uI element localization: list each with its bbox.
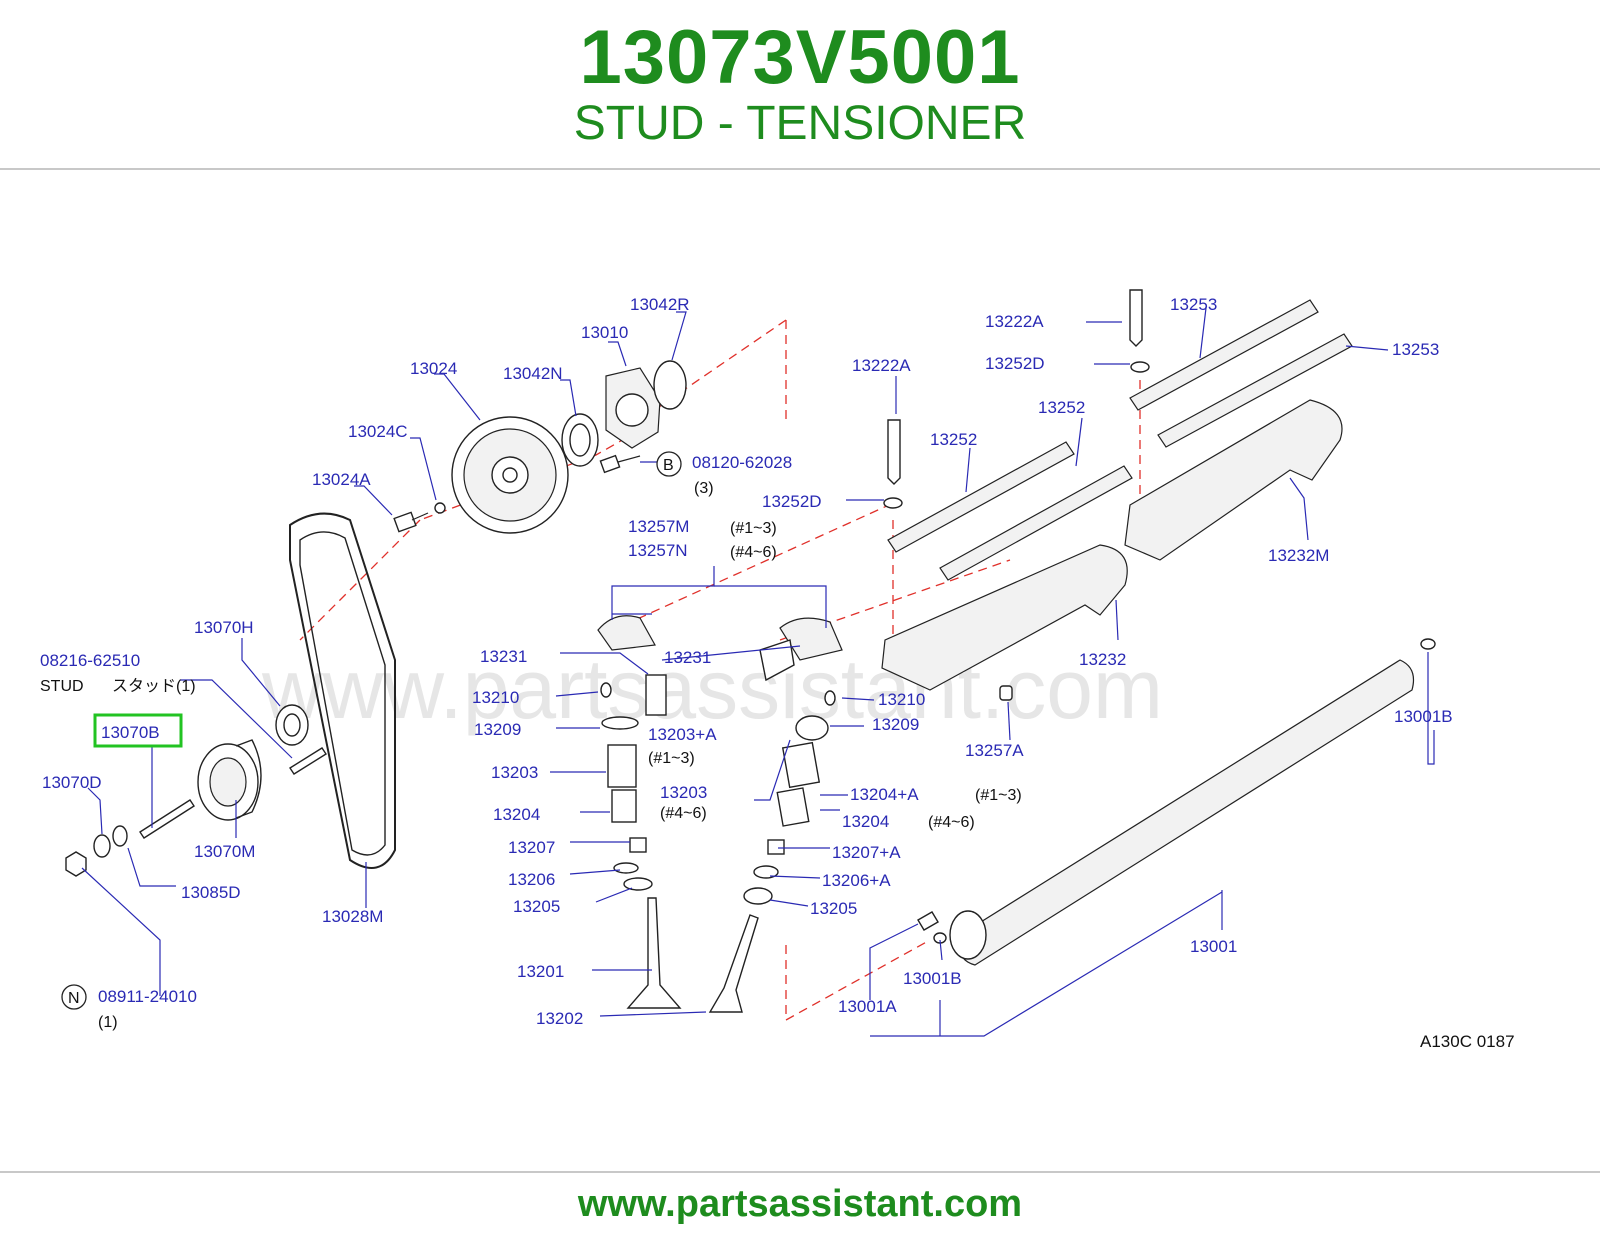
callout-range-1-3-b: (#1~3) xyxy=(648,750,695,767)
circle-marker-b: B xyxy=(656,451,682,477)
stud-08216 xyxy=(289,747,327,775)
diagram-watermark: www.partsassistant.com xyxy=(261,642,1163,736)
callout-13042n[interactable]: 13042N xyxy=(503,364,563,383)
stud-13070b xyxy=(139,799,195,839)
callout-13253-top[interactable]: 13253 xyxy=(1170,295,1217,314)
callout-13203-left[interactable]: 13203 xyxy=(491,763,538,782)
timing-belt xyxy=(289,512,396,869)
timing-pulley xyxy=(451,416,569,534)
callout-13001a[interactable]: 13001A xyxy=(838,997,897,1016)
header-divider xyxy=(0,168,1600,170)
callout-13257a[interactable]: 13257A xyxy=(965,741,1024,760)
callout-13001[interactable]: 13001 xyxy=(1190,937,1237,956)
callout-13024c[interactable]: 13024C xyxy=(348,422,408,441)
small-parts xyxy=(600,682,1013,706)
callout-13207-a[interactable]: 13207+A xyxy=(832,843,901,862)
valve-spring-left xyxy=(601,716,653,891)
svg-text:N: N xyxy=(68,990,80,1007)
callout-13231-right[interactable]: 13231 xyxy=(664,648,711,667)
callout-13024a[interactable]: 13024A xyxy=(312,470,371,489)
callout-13210-right[interactable]: 13210 xyxy=(878,690,925,709)
figure-code: A130C 0187 xyxy=(1420,1032,1515,1051)
callout-13222a[interactable]: 13222A xyxy=(852,356,911,375)
highlighted-callout: 13070B xyxy=(101,723,160,742)
svg-text:B: B xyxy=(663,457,674,474)
callout-13232m[interactable]: 13232M xyxy=(1268,546,1329,565)
tensioner-pulley xyxy=(197,739,262,821)
valve-spring-right xyxy=(743,715,829,905)
callout-13206[interactable]: 13206 xyxy=(508,870,555,889)
camshaft-bracket xyxy=(605,367,661,449)
callout-13205-left[interactable]: 13205 xyxy=(513,897,560,916)
camshaft xyxy=(917,638,1436,966)
oil-seal xyxy=(561,413,599,467)
tensioner-spring xyxy=(275,704,309,746)
callout-13210-left[interactable]: 13210 xyxy=(472,688,519,707)
callout-13010[interactable]: 13010 xyxy=(581,323,628,342)
stud-label: STUD xyxy=(40,678,84,695)
circle-marker-n: N xyxy=(61,984,87,1010)
callout-13001b-right[interactable]: 13001B xyxy=(1394,707,1453,726)
rocker-shaft-13253 xyxy=(1129,289,1353,448)
callout-08911-24010[interactable]: 08911-24010 xyxy=(98,987,197,1006)
callout-range-1-3-a: (#1~3) xyxy=(730,520,777,537)
callout-13070d[interactable]: 13070D xyxy=(42,773,102,792)
callout-13222a-top[interactable]: 13222A xyxy=(985,312,1044,331)
part-name-subtitle: STUD - TENSIONER xyxy=(573,97,1027,150)
callout-13252d[interactable]: 13252D xyxy=(762,492,822,511)
leader-lines xyxy=(81,307,1435,1037)
bolt-08120 xyxy=(599,454,641,474)
callout-13252-lower[interactable]: 13252 xyxy=(930,430,977,449)
callout-13204-a[interactable]: 13204+A xyxy=(850,785,919,804)
callout-13204-left[interactable]: 13204 xyxy=(493,805,540,824)
rocker-arm-13232m xyxy=(1124,399,1343,561)
footer-website[interactable]: www.partsassistant.com xyxy=(577,1183,1023,1225)
callout-13001b[interactable]: 13001B xyxy=(903,969,962,988)
callout-13252-upper[interactable]: 13252 xyxy=(1038,398,1085,417)
callout-13257m[interactable]: 13257M xyxy=(628,517,689,536)
callout-13205-right[interactable]: 13205 xyxy=(810,899,857,918)
callout-13203-right[interactable]: 13203 xyxy=(660,783,707,802)
valves xyxy=(626,897,759,1013)
callout-13252d-top[interactable]: 13252D xyxy=(985,354,1045,373)
callout-13207[interactable]: 13207 xyxy=(508,838,555,857)
callout-13209-right[interactable]: 13209 xyxy=(872,715,919,734)
callout-13028m[interactable]: 13028M xyxy=(322,907,383,926)
callout-13024[interactable]: 13024 xyxy=(410,359,457,378)
callout-13253-right[interactable]: 13253 xyxy=(1392,340,1439,359)
footer-divider xyxy=(0,1171,1600,1173)
lifters-13231 xyxy=(597,615,843,716)
callout-08216-62510[interactable]: 08216-62510 xyxy=(40,651,140,670)
callout-13257n[interactable]: 13257N xyxy=(628,541,688,560)
callout-range-4-6-c: (#4~6) xyxy=(928,814,975,831)
callout-13204-right[interactable]: 13204 xyxy=(842,812,889,831)
callout-13231-left[interactable]: 13231 xyxy=(480,647,527,666)
highlighted-part-13070b[interactable]: 13070B xyxy=(93,713,183,748)
callout-qty-3: (3) xyxy=(694,480,714,497)
callout-13203-a[interactable]: 13203+A xyxy=(648,725,717,744)
bolt-13024a xyxy=(393,502,446,533)
washers-nut xyxy=(65,825,128,877)
part-number-title: 13073V5001 xyxy=(579,15,1021,100)
callout-range-1-3-c: (#1~3) xyxy=(975,787,1022,804)
callout-range-4-6-a: (#4~6) xyxy=(730,544,777,561)
callout-13042r[interactable]: 13042R xyxy=(630,295,690,314)
callout-13085d[interactable]: 13085D xyxy=(181,883,241,902)
callout-13070h[interactable]: 13070H xyxy=(194,618,254,637)
callout-labels: 13042R 13010 13024 13042N 13024C 13024A … xyxy=(40,295,1453,1031)
callout-qty-1: (1) xyxy=(98,1014,118,1031)
o-ring xyxy=(653,360,687,410)
callout-13232[interactable]: 13232 xyxy=(1079,650,1126,669)
callout-13201[interactable]: 13201 xyxy=(517,962,564,981)
callout-13070m[interactable]: 13070M xyxy=(194,842,255,861)
rocker-arm-13232 xyxy=(881,544,1128,691)
callout-08120-62028[interactable]: 08120-62028 xyxy=(692,453,792,472)
rocker-shaft-13252 xyxy=(883,419,1133,581)
callout-13202[interactable]: 13202 xyxy=(536,1009,583,1028)
callout-13206-a[interactable]: 13206+A xyxy=(822,871,891,890)
callout-range-4-6-b: (#4~6) xyxy=(660,805,707,822)
callout-13209-left[interactable]: 13209 xyxy=(474,720,521,739)
stud-label-jp: スタッド(1) xyxy=(112,677,196,695)
